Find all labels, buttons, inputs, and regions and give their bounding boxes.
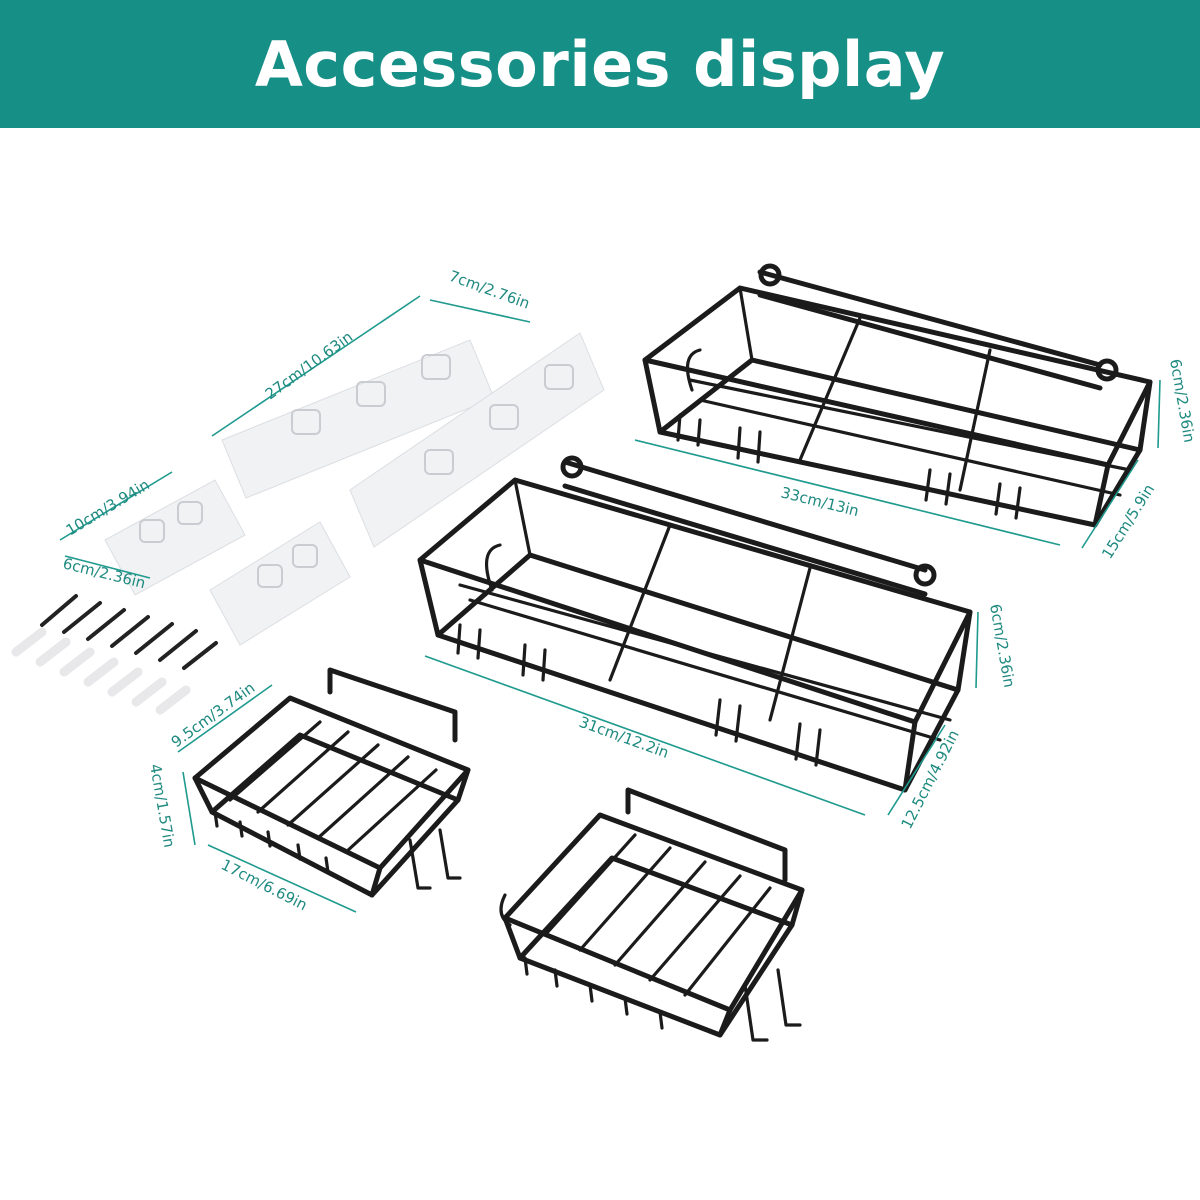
- shower-basket-medium: [417, 455, 973, 793]
- shower-basket-large: [642, 263, 1153, 528]
- dim-line-soap-dish-height: [182, 771, 196, 846]
- dim-line-pad-small-width: [64, 555, 151, 579]
- dim-basket-large-height: 6cm/2.36in: [1166, 358, 1198, 444]
- dim-line-pad-large-width: [429, 299, 531, 323]
- dim-line-basket-large-depth: [1081, 459, 1139, 549]
- dim-line-pad-large-length: [211, 295, 421, 437]
- adhesive-pad-large-2: [349, 332, 605, 548]
- dim-line-basket-medium-length: [424, 655, 866, 816]
- dim-line-soap-dish-depth: [177, 684, 273, 753]
- wall-anchors: [11, 627, 191, 715]
- dim-line-pad-small-length: [59, 471, 173, 541]
- banner-title: Accessories display: [254, 27, 946, 101]
- dim-line-basket-medium-height: [975, 611, 979, 689]
- dim-basket-medium-length: 31cm/12.2in: [577, 713, 672, 762]
- dim-line-basket-large-length: [634, 439, 1061, 546]
- soap-dish-2: [499, 787, 805, 1042]
- soap-dish-1: [192, 667, 471, 898]
- title-banner: Accessories display: [0, 0, 1200, 128]
- screws: [40, 594, 218, 670]
- dim-line-soap-dish-length: [207, 844, 357, 913]
- dim-basket-medium-height: 6cm/2.36in: [986, 603, 1018, 689]
- adhesive-pad-small-1: [104, 479, 246, 596]
- dim-line-basket-medium-depth: [887, 724, 946, 816]
- adhesive-pad-large-1: [221, 339, 495, 499]
- adhesive-pad-small-2: [209, 521, 351, 646]
- dim-soap-dish-height: 4cm/1.57in: [146, 763, 178, 849]
- dim-basket-large-length: 33cm/13in: [779, 483, 861, 520]
- dim-line-basket-large-height: [1157, 379, 1161, 449]
